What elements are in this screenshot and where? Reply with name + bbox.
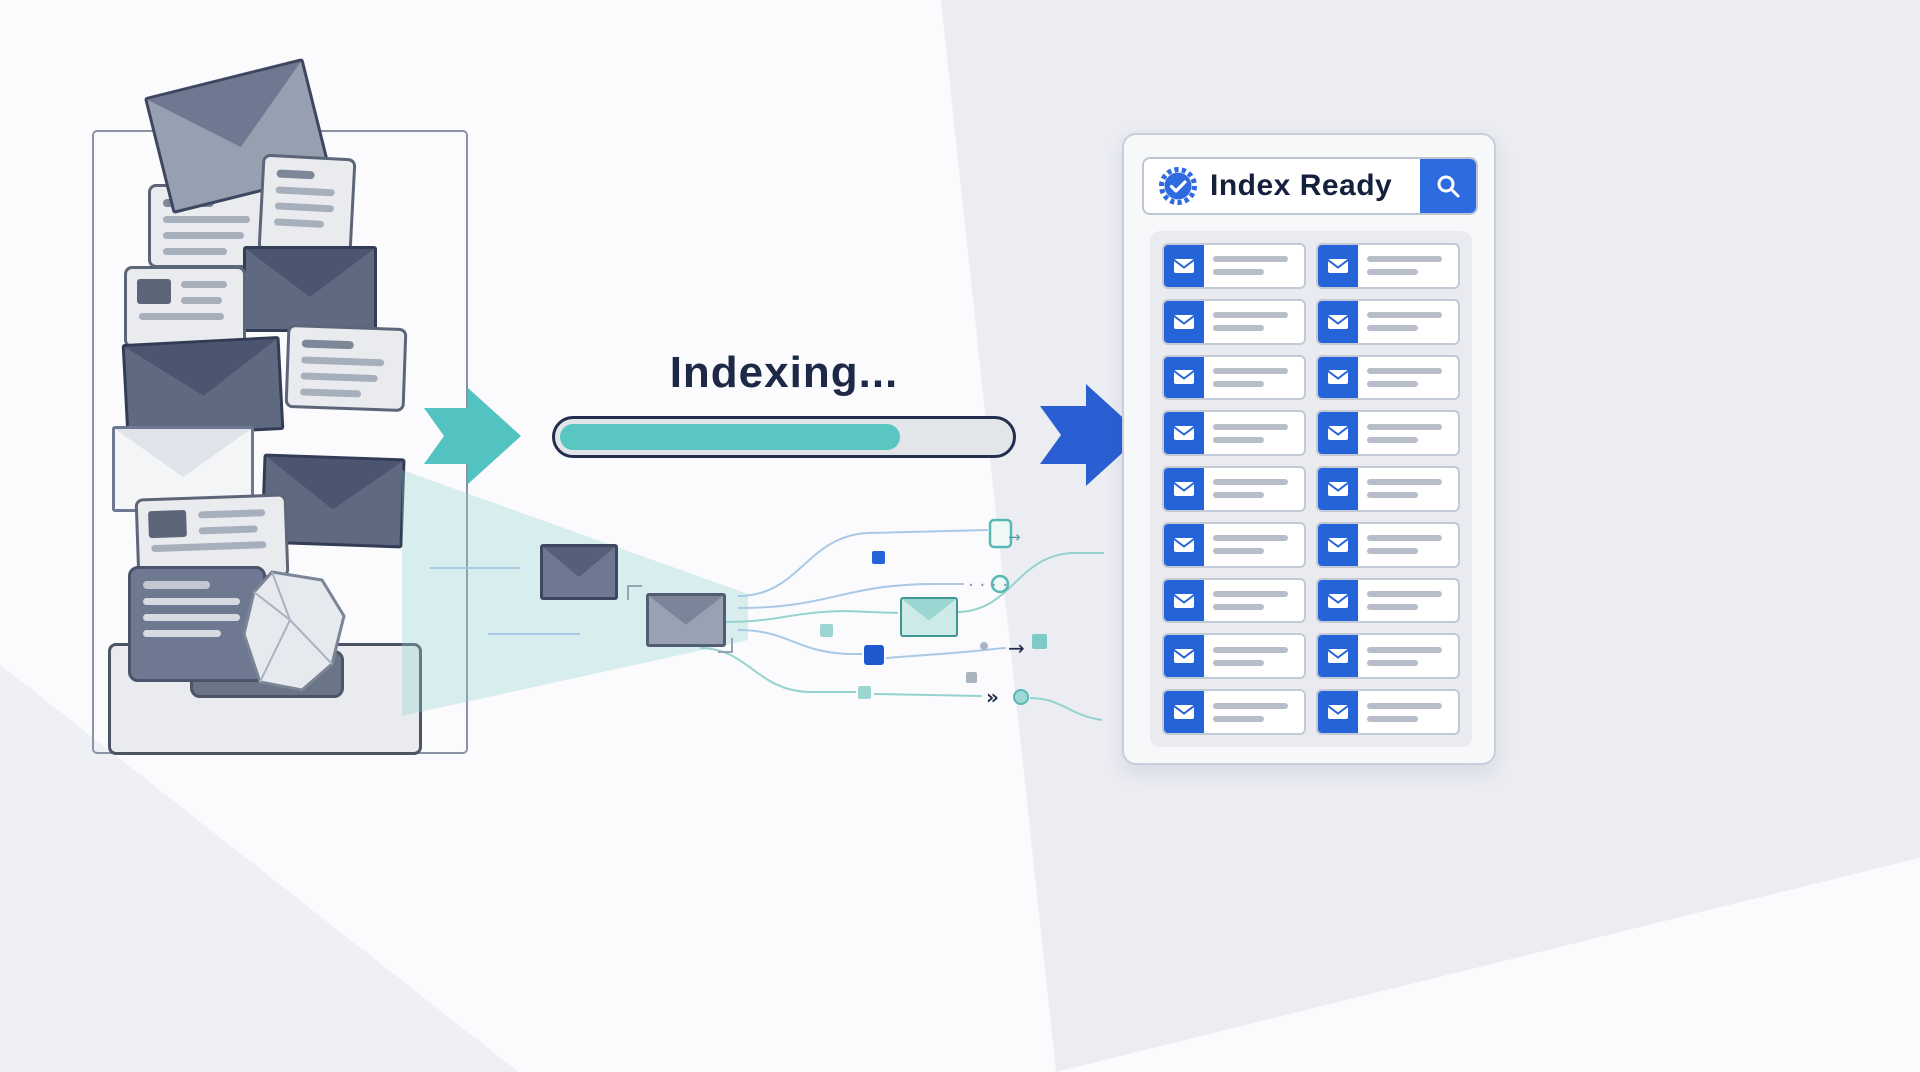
envelope-icon (1318, 468, 1358, 510)
envelope-icon (1318, 579, 1358, 622)
document-icon (128, 566, 266, 682)
envelope-icon (243, 246, 377, 332)
email-list-item (1316, 521, 1460, 568)
teal-arrow-icon (424, 388, 521, 484)
envelope-icon (646, 593, 726, 647)
email-text-placeholder (1204, 301, 1304, 343)
email-text-placeholder (1358, 580, 1458, 622)
envelope-icon (1318, 245, 1358, 287)
envelope-icon (1318, 523, 1358, 566)
email-list-item (1316, 689, 1460, 735)
email-text-placeholder (1204, 691, 1304, 733)
magnifier-icon (1437, 175, 1460, 198)
email-text-placeholder (1204, 468, 1304, 510)
email-text-placeholder (1204, 524, 1304, 566)
email-list-item (1162, 298, 1306, 345)
email-list-item (1316, 243, 1460, 289)
email-text-placeholder (1358, 245, 1458, 287)
email-list-item (1162, 466, 1306, 512)
email-list-item (1316, 577, 1460, 624)
envelope-icon (1164, 579, 1204, 622)
email-list-item (1162, 410, 1306, 457)
progress-bar (552, 416, 1016, 458)
index-ready-label: Index Ready (1210, 169, 1393, 202)
email-text-placeholder (1358, 468, 1458, 510)
verified-badge-icon (1159, 167, 1197, 205)
envelope-icon (1164, 245, 1204, 287)
envelope-icon (1164, 691, 1204, 733)
email-text-placeholder (1204, 357, 1304, 399)
index-ready-header: Index Ready (1142, 157, 1478, 215)
progress-fill (560, 424, 901, 450)
email-text-placeholder (1358, 301, 1458, 343)
envelope-icon (1164, 300, 1204, 343)
email-list-item (1316, 298, 1460, 345)
email-text-placeholder (1358, 412, 1458, 454)
document-icon (284, 323, 408, 413)
index-panel: Index Ready (1122, 133, 1496, 765)
email-list-item (1316, 410, 1460, 457)
email-list-item (1162, 633, 1306, 680)
envelope-icon (1164, 356, 1204, 399)
document-icon (257, 153, 357, 257)
email-text-placeholder (1358, 635, 1458, 677)
envelope-icon (1164, 468, 1204, 510)
email-list-item (1162, 689, 1306, 735)
search-button (1420, 159, 1476, 213)
indexing-title: Indexing... (669, 348, 899, 397)
envelope-icon (900, 597, 958, 637)
envelope-icon (1318, 635, 1358, 678)
email-list-item (1316, 354, 1460, 401)
envelope-icon (1164, 635, 1204, 678)
email-text-placeholder (1204, 412, 1304, 454)
email-text-placeholder (1204, 635, 1304, 677)
envelope-icon (121, 335, 285, 439)
svg-text:· · · ·: · · · · (968, 575, 1008, 596)
envelope-icon (1318, 412, 1358, 455)
email-text-placeholder (1358, 691, 1458, 733)
email-list-item (1162, 243, 1306, 289)
blue-arrow-icon (1040, 384, 1142, 486)
envelope-icon (540, 544, 618, 600)
email-list-item (1316, 466, 1460, 512)
email-text-placeholder (1358, 524, 1458, 566)
email-text-placeholder (1358, 357, 1458, 399)
email-list-item (1162, 521, 1306, 568)
email-list-item (1162, 577, 1306, 624)
email-text-placeholder (1204, 245, 1304, 287)
document-icon (124, 266, 246, 348)
email-text-placeholder (1204, 580, 1304, 622)
email-list-item (1162, 354, 1306, 401)
envelope-icon (1164, 412, 1204, 455)
email-grid (1150, 231, 1472, 747)
envelope-icon (1318, 300, 1358, 343)
svg-text:»: » (986, 685, 999, 709)
envelope-icon (1318, 356, 1358, 399)
crumpled-paper-icon (242, 570, 346, 692)
envelope-icon (1164, 523, 1204, 566)
envelope-icon (1318, 691, 1358, 733)
email-list-item (1316, 633, 1460, 680)
